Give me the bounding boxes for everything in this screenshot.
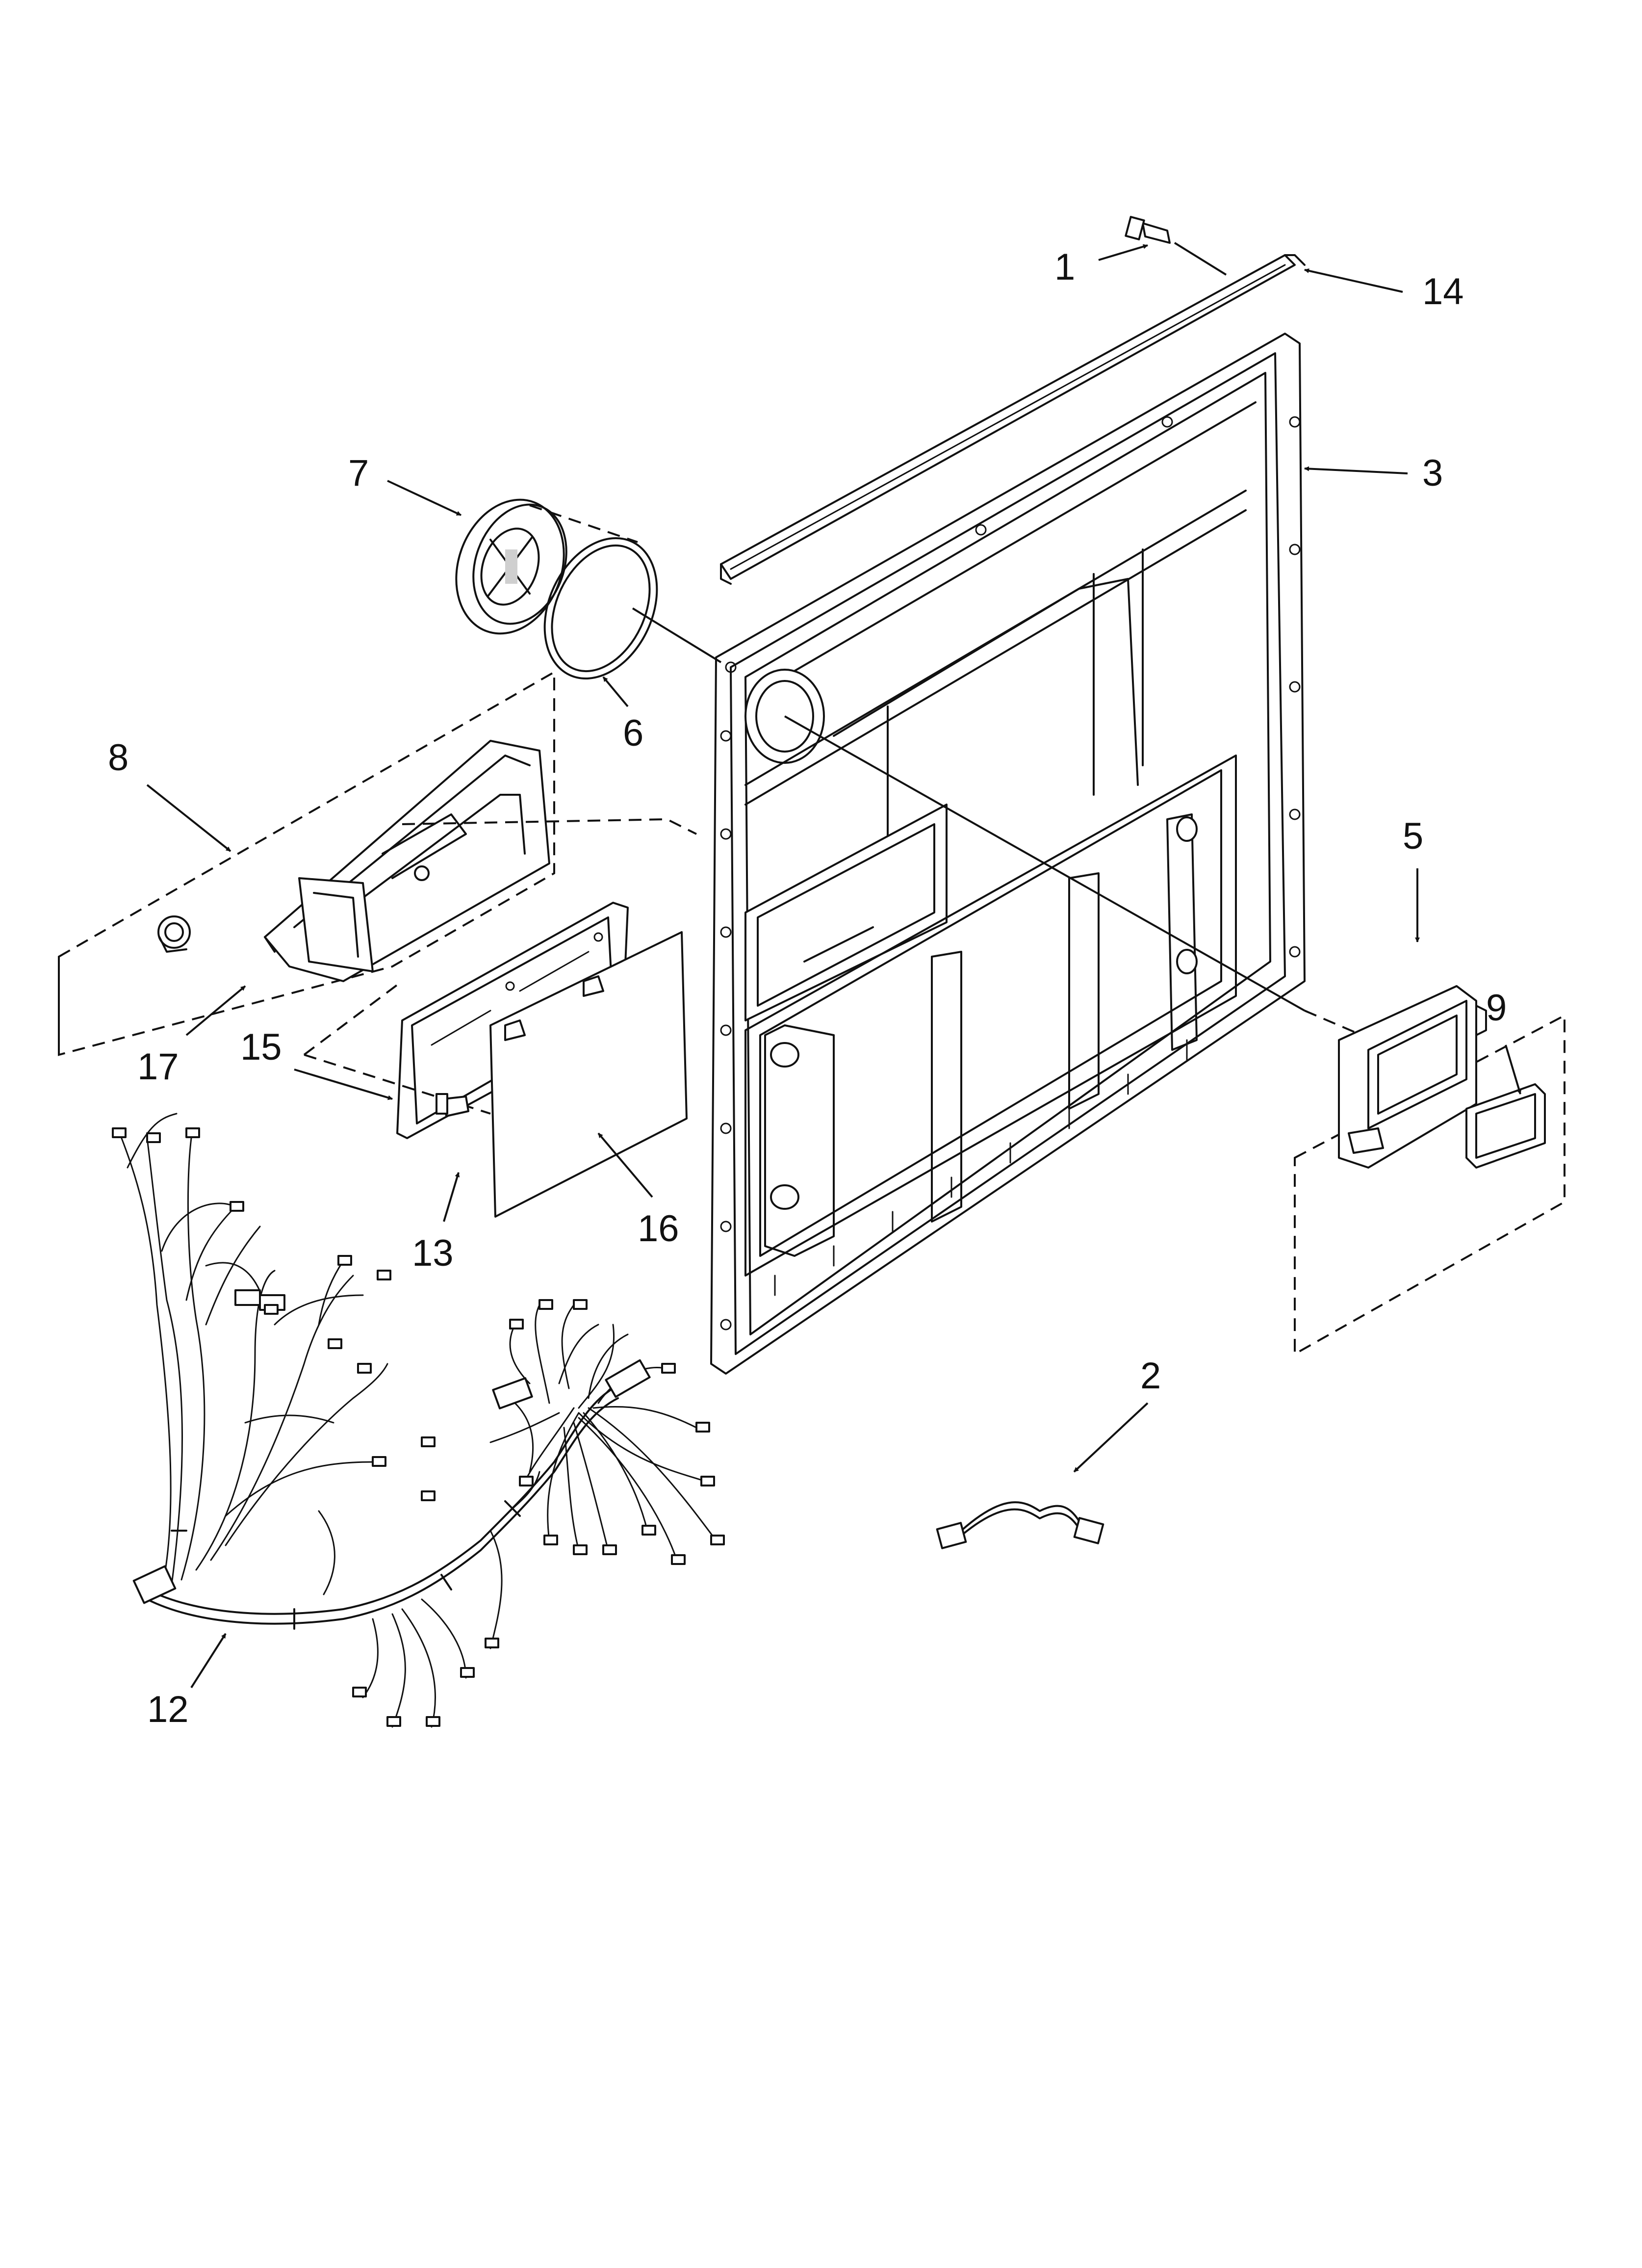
callout-17: 17 [137,1046,179,1088]
callout-13: 13 [412,1232,454,1274]
callout-14: 14 [1422,271,1464,313]
dispenser-seal [1465,1083,1546,1169]
gasket-ring [543,537,658,680]
main-wire-harness [112,1113,725,1728]
callout-7: 7 [348,452,369,494]
callout-12: 12 [147,1689,189,1730]
dispenser-housing-group [1294,985,1565,1356]
callout-9: 9 [1486,987,1507,1029]
callout-3: 3 [1422,452,1443,494]
callout-1: 1 [1054,246,1075,288]
callout-15: 15 [240,1026,282,1068]
screw-part-13 [436,1093,469,1117]
top-trim-strip [720,254,1306,585]
callout-6: 6 [623,712,643,754]
screw-part-1 [1125,216,1171,244]
callout-labels: 1 2 3 5 6 7 8 9 12 13 14 15 16 17 [108,246,1507,1730]
callout-5: 5 [1403,815,1423,857]
insulation-sheet [489,931,688,1218]
vent-cap [455,498,567,635]
callout-2: 2 [1140,1355,1161,1397]
small-wire-harness [936,1501,1104,1549]
callout-16: 16 [638,1208,679,1250]
control-module-group [58,670,555,1056]
inner-door-panel [710,333,1306,1375]
callout-8: 8 [108,737,128,779]
leader-lines [146,244,1522,1689]
